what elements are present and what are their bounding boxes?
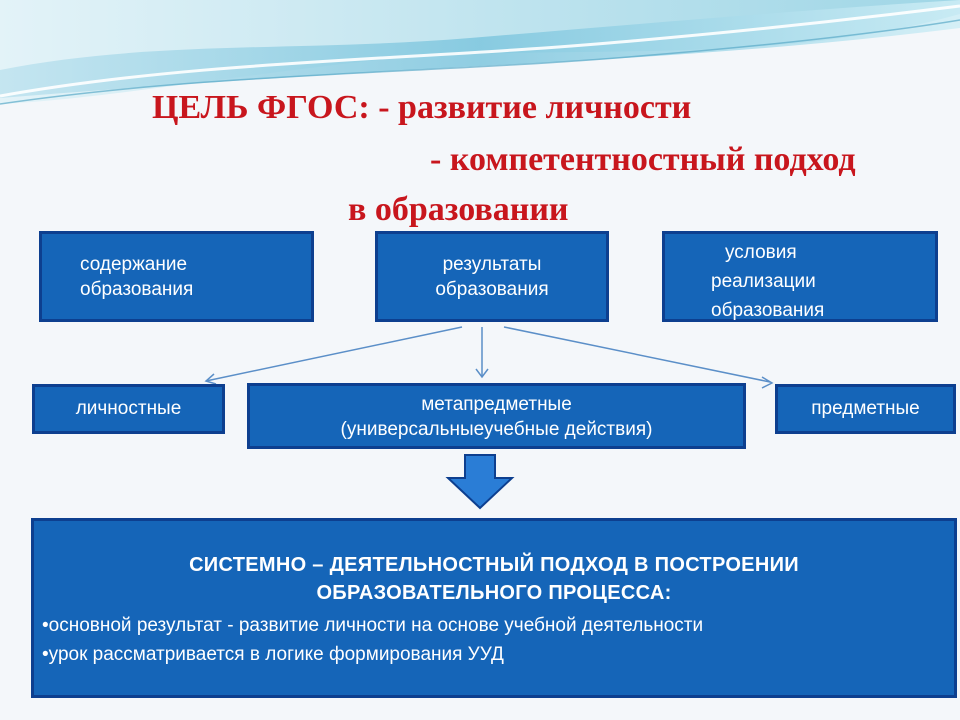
box-text: (универсальныеучебные действия) xyxy=(340,419,653,440)
box-text: условия xyxy=(725,242,797,263)
title-line-3: в образовании xyxy=(348,191,569,228)
panel-heading: СИСТЕМНО – ДЕЯТЕЛЬНОСТНЫЙ ПОДХОД В ПОСТР… xyxy=(34,551,954,607)
box-content-of-education: содержание образования xyxy=(39,231,314,322)
box-text: метапредметные xyxy=(421,394,572,415)
box-meta-subject-results: метапредметные (универсальныеучебные дей… xyxy=(247,383,746,449)
list-item: •основной результат - развитие личности … xyxy=(42,615,704,636)
box-text: образования xyxy=(711,300,825,321)
box-conditions-of-implementation: условия реализации образования xyxy=(662,231,938,322)
box-text: образования xyxy=(80,279,194,300)
panel-heading-line: СИСТЕМНО – ДЕЯТЕЛЬНОСТНЫЙ ПОДХОД В ПОСТР… xyxy=(189,554,799,576)
title-line-2: - компетентностный подход xyxy=(430,141,856,178)
box-results-of-education: результаты образования xyxy=(375,231,609,322)
box-text: реализации xyxy=(711,271,816,292)
system-activity-approach-panel: СИСТЕМНО – ДЕЯТЕЛЬНОСТНЫЙ ПОДХОД В ПОСТР… xyxy=(31,518,957,698)
box-text: содержание xyxy=(80,254,188,275)
box-text: результаты xyxy=(442,254,542,275)
box-subject-results: предметные xyxy=(775,384,956,434)
box-personal-results: личностные xyxy=(32,384,225,434)
title-line-1: ЦЕЛЬ ФГОС: - развитие личности xyxy=(152,89,692,126)
list-item: •урок рассматривается в логике формирова… xyxy=(42,644,504,665)
panel-bullet-list: •основной результат - развитие личности … xyxy=(34,611,954,669)
box-text: образования xyxy=(435,279,549,300)
panel-heading-line: ОБРАЗОВАТЕЛЬНОГО ПРОЦЕССА: xyxy=(316,582,672,604)
